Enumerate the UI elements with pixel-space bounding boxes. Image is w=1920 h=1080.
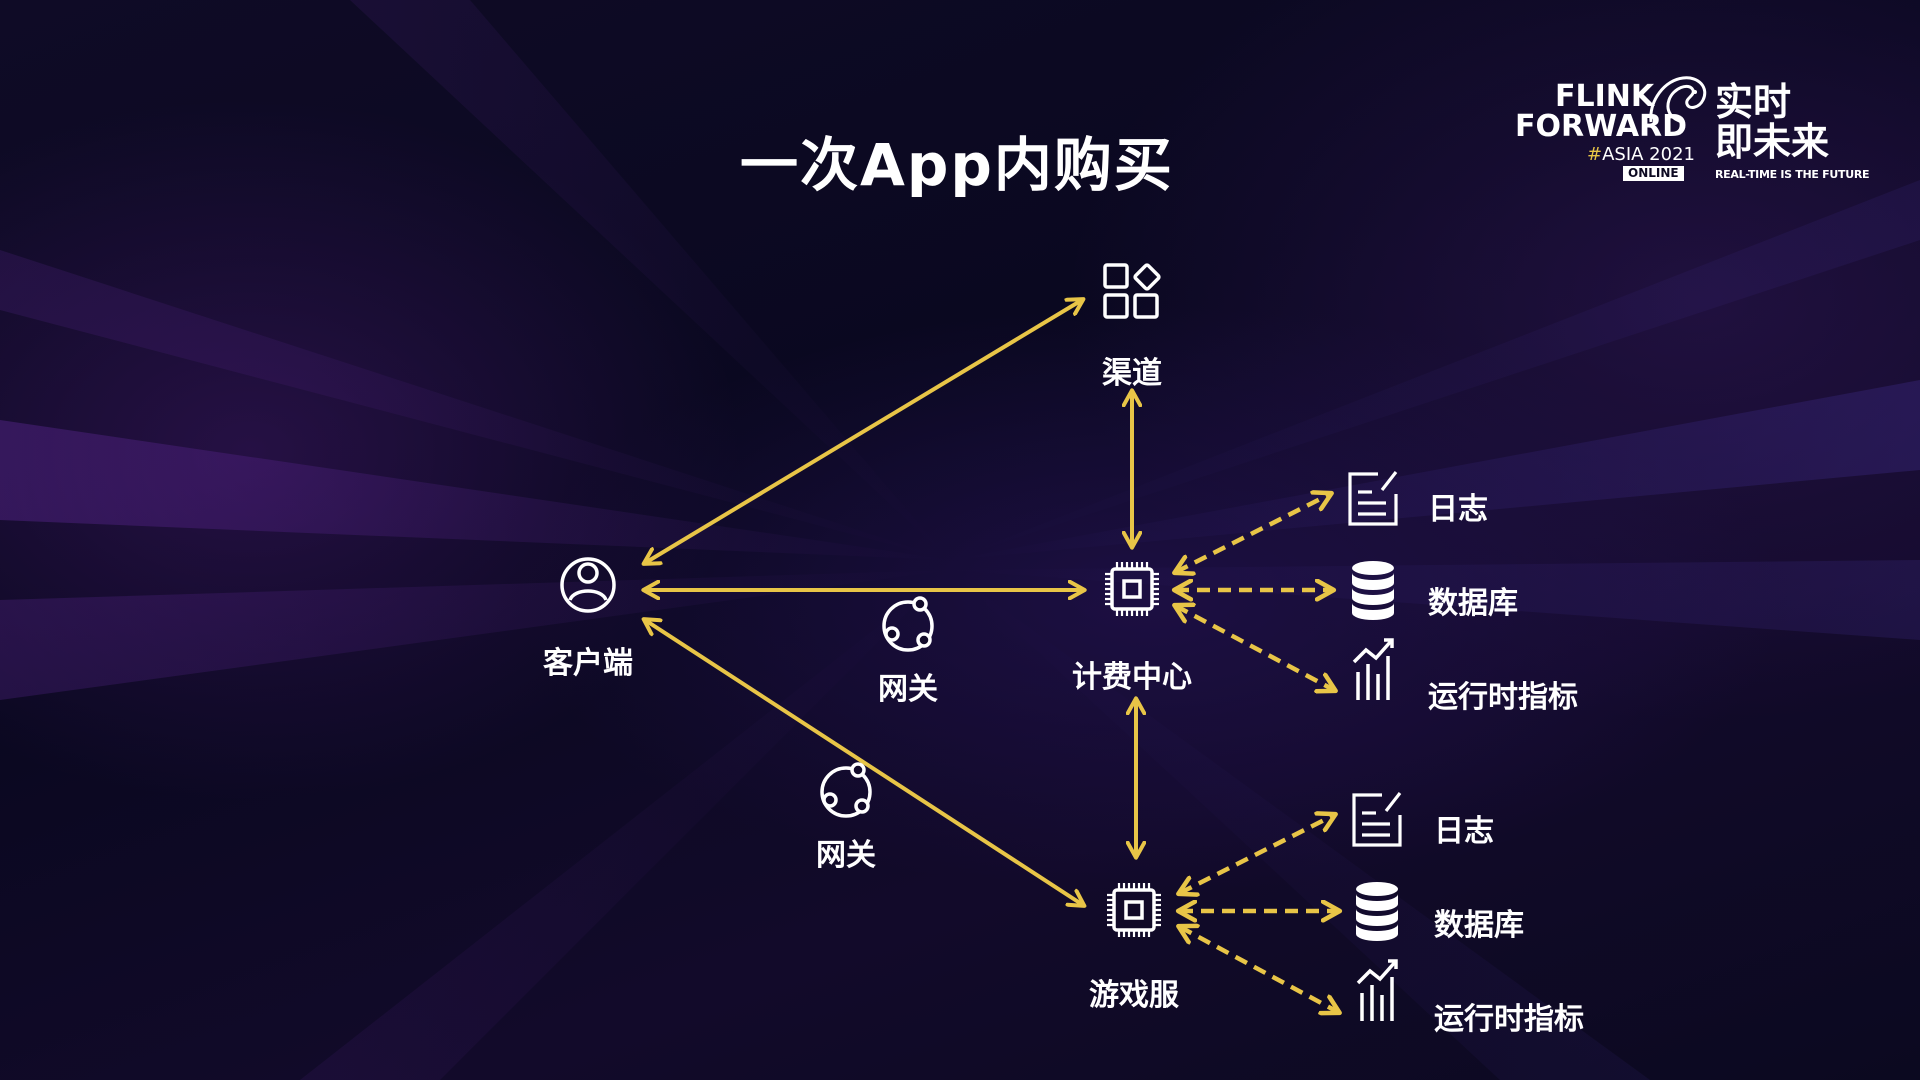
- squirrel-logo-icon: [1649, 76, 1707, 124]
- database-icon: [1356, 882, 1398, 941]
- client-label: 客户端: [543, 646, 633, 681]
- chart-icon: [1356, 959, 1398, 1021]
- gateway-bottom-label: 网关: [816, 838, 876, 873]
- billing-log-label: 日志: [1428, 492, 1488, 527]
- share-icon: [882, 596, 934, 652]
- game-metrics-label: 运行时指标: [1434, 1002, 1584, 1037]
- game-server-label: 游戏服: [1089, 978, 1179, 1013]
- arrow-billing-metrics: [1176, 606, 1334, 690]
- chip-icon: [1107, 883, 1161, 937]
- arrow-client-game-server: [645, 620, 1083, 905]
- user-icon: [560, 557, 616, 613]
- chip-icon: [1105, 562, 1159, 616]
- channel-label: 渠道: [1102, 356, 1162, 391]
- document-icon: [1352, 792, 1402, 847]
- logo-flink-text: FLINK: [1555, 79, 1655, 114]
- game-database-label: 数据库: [1434, 908, 1524, 943]
- logo-online-badge: ONLINE: [1623, 166, 1684, 181]
- logo-hash: #: [1587, 144, 1603, 165]
- slide-title: 一次App内购买: [740, 131, 1174, 199]
- database-icon: [1352, 561, 1394, 620]
- billing-center-label: 计费中心: [1072, 660, 1192, 695]
- share-icon: [820, 762, 872, 818]
- logo-event-text: #ASIA 2021: [1587, 144, 1695, 165]
- dashed-arrows: [1176, 494, 1338, 1012]
- arrow-billing-log: [1176, 494, 1330, 572]
- apps-icon: [1103, 263, 1161, 319]
- billing-metrics-label: 运行时指标: [1428, 680, 1578, 715]
- arrow-game-metrics: [1180, 927, 1338, 1012]
- logo-forward-text: FORWARD: [1515, 109, 1688, 144]
- solid-arrows: [645, 300, 1136, 905]
- gateway-top-label: 网关: [878, 672, 938, 707]
- arrow-client-channel: [645, 300, 1082, 563]
- arrow-game-log: [1180, 815, 1334, 893]
- game-log-label: 日志: [1434, 814, 1494, 849]
- logo-slogan-english: REAL-TIME IS THE FUTURE: [1715, 168, 1870, 181]
- chart-icon: [1352, 638, 1394, 700]
- logo-slogan-line1: 实时: [1715, 80, 1792, 124]
- flink-forward-logo: FLINK FORWARD #ASIA 2021 ONLINE 实时 即未来 R…: [1515, 76, 1870, 188]
- document-icon: [1348, 471, 1398, 526]
- logo-slogan-line2: 即未来: [1715, 120, 1830, 164]
- billing-database-label: 数据库: [1428, 586, 1518, 621]
- logo-event: ASIA 2021: [1602, 144, 1695, 165]
